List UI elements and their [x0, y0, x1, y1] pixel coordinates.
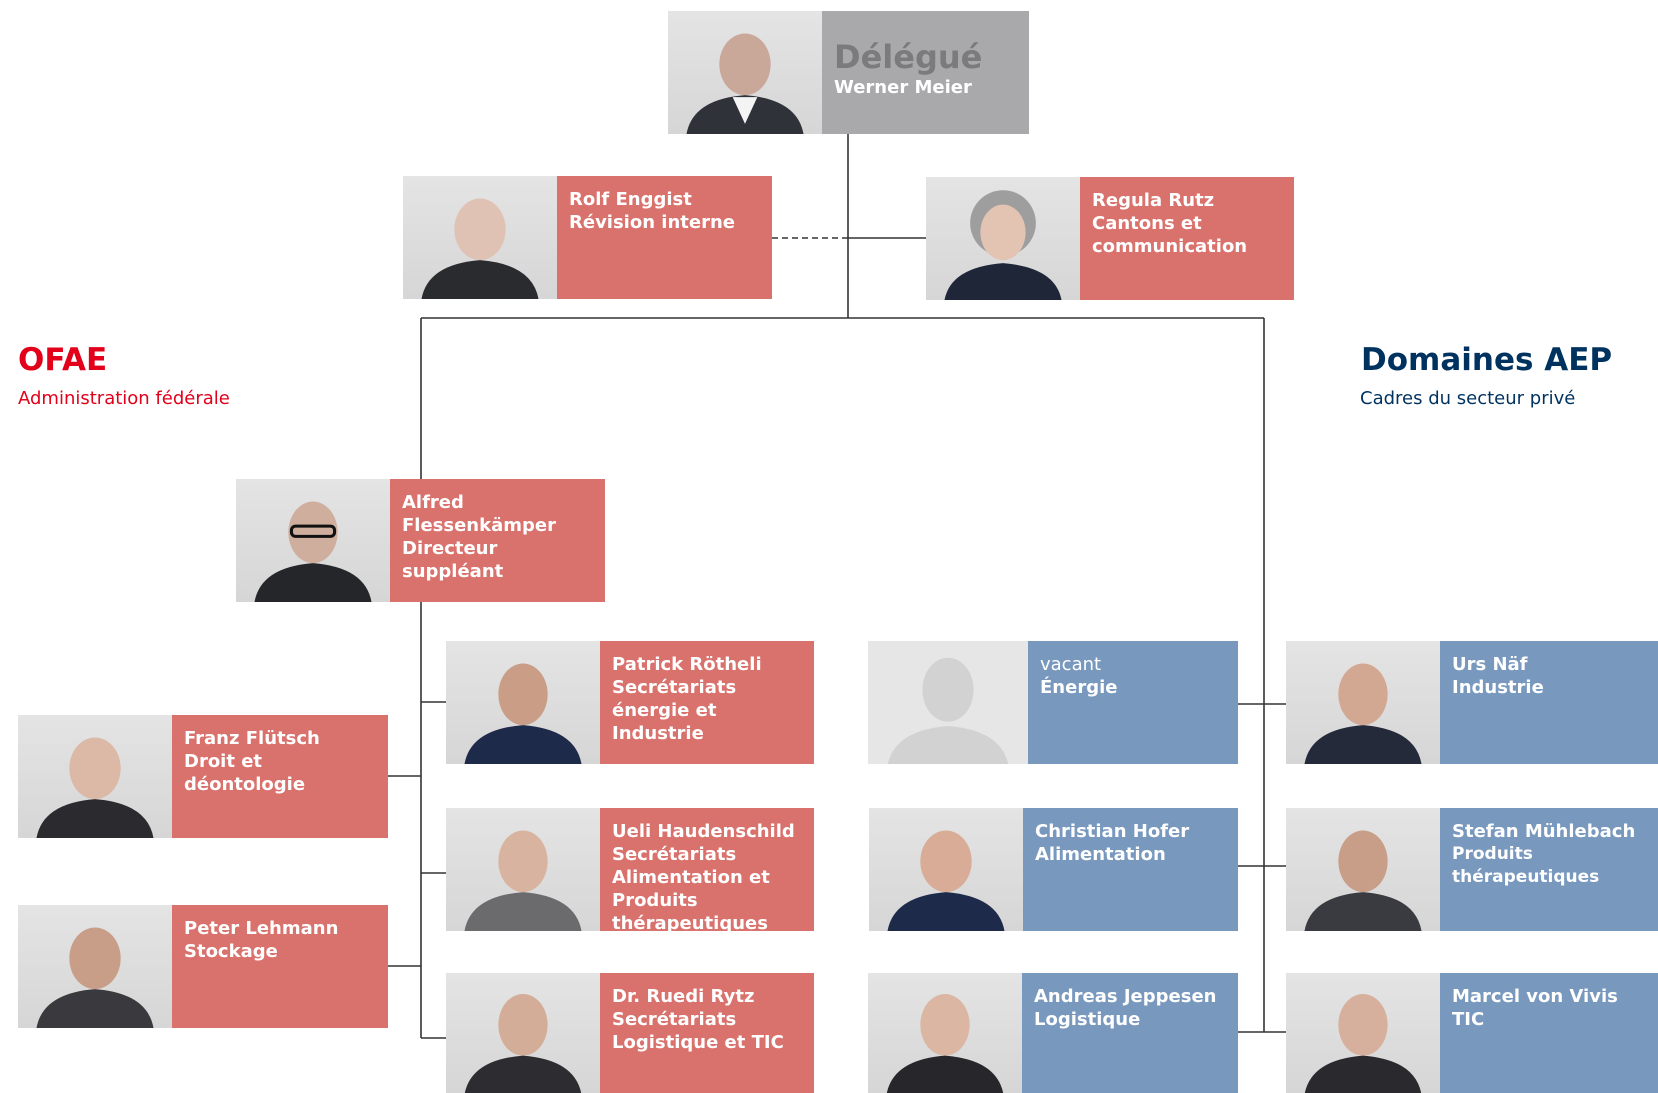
revision-card: Rolf Enggist Révision interne [403, 176, 772, 299]
person-photo [926, 177, 1080, 300]
domain-produits-therapeutiques-card: Stefan Mühlebach Produits thérapeutiques [1286, 808, 1658, 931]
cantons-communication-card: Regula Rutz Cantons et communication [926, 177, 1294, 300]
person-photo [1286, 641, 1440, 764]
person-name: Peter Lehmann [184, 918, 339, 939]
person-role: TIC [1452, 1009, 1485, 1030]
delegate-name: Werner Meier [834, 77, 972, 98]
person-photo [236, 479, 390, 602]
person-photo [869, 808, 1023, 931]
aep-subtitle: Cadres du secteur privé [1360, 388, 1576, 409]
person-name: Christian Hofer [1035, 821, 1190, 842]
person-name: Regula Rutz [1092, 190, 1215, 211]
person-photo [1286, 808, 1440, 931]
person-photo [446, 973, 600, 1093]
person-name: Alfred Flessenkämper [402, 492, 556, 536]
domain-alimentation-card: Christian Hofer Alimentation [869, 808, 1238, 931]
person-role: Énergie [1040, 677, 1118, 698]
person-role: Secrétariats énergie et Industrie [612, 677, 737, 744]
secretariat-logistique-card: Dr. Ruedi Rytz Secrétariats Logistique e… [446, 973, 814, 1093]
secretariat-energie-card: Patrick Rötheli Secrétariats énergie et … [446, 641, 814, 764]
person-role: Directeur suppléant [402, 538, 504, 582]
person-photo [18, 905, 172, 1028]
person-name: Stefan Mühlebach [1452, 821, 1636, 842]
person-role: Révision interne [569, 212, 735, 233]
delegate-title: Délégué [834, 38, 983, 76]
person-name: Patrick Rötheli [612, 654, 762, 675]
domain-energie-card: vacant Énergie [868, 641, 1238, 764]
person-name: vacant [1040, 654, 1102, 675]
person-role: Droit et déontologie [184, 751, 306, 795]
person-name: Andreas Jeppesen [1034, 986, 1217, 1007]
person-name: Marcel von Vivis [1452, 986, 1618, 1007]
placeholder-silhouette [868, 641, 1028, 764]
droit-deontologie-card: Franz Flütsch Droit et déontologie [18, 715, 388, 838]
person-role: Alimentation [1035, 844, 1166, 865]
ofae-subtitle: Administration fédérale [18, 388, 230, 409]
delegate-photo [668, 11, 822, 134]
person-photo [1286, 973, 1440, 1093]
person-photo [18, 715, 172, 838]
stockage-card: Peter Lehmann Stockage [18, 905, 388, 1028]
delegate-card: Délégué Werner Meier [668, 11, 1029, 134]
person-photo [446, 808, 600, 931]
domain-logistique-card: Andreas Jeppesen Logistique [868, 973, 1238, 1093]
person-photo [868, 973, 1022, 1093]
person-role: Stockage [184, 941, 278, 962]
person-name: Urs Näf [1452, 654, 1528, 675]
ofae-title: OFAE [18, 342, 108, 378]
person-name: Ueli Haudenschild [612, 821, 795, 842]
person-role: Secrétariats Alimentation et Produits th… [612, 844, 770, 931]
person-role: Industrie [1452, 677, 1544, 698]
person-name: Franz Flütsch [184, 728, 320, 749]
person-role: Logistique [1034, 1009, 1141, 1030]
person-role: Cantons et communication [1092, 213, 1248, 257]
domain-tic-card: Marcel von Vivis TIC [1286, 973, 1658, 1093]
secretariat-alimentation-card: Ueli Haudenschild Secrétariats Alimentat… [446, 808, 814, 931]
person-photo [403, 176, 557, 299]
aep-title: Domaines AEP [1361, 342, 1613, 378]
domain-industrie-card: Urs Näf Industrie [1286, 641, 1658, 764]
person-photo [446, 641, 600, 764]
person-name: Rolf Enggist [569, 189, 692, 210]
person-role: Produits thérapeutiques [1452, 844, 1600, 887]
deputy-director-card: Alfred Flessenkämper Directeur suppléant [236, 479, 605, 602]
person-role: Secrétariats Logistique et TIC [612, 1009, 784, 1053]
person-name: Dr. Ruedi Rytz [612, 986, 755, 1007]
